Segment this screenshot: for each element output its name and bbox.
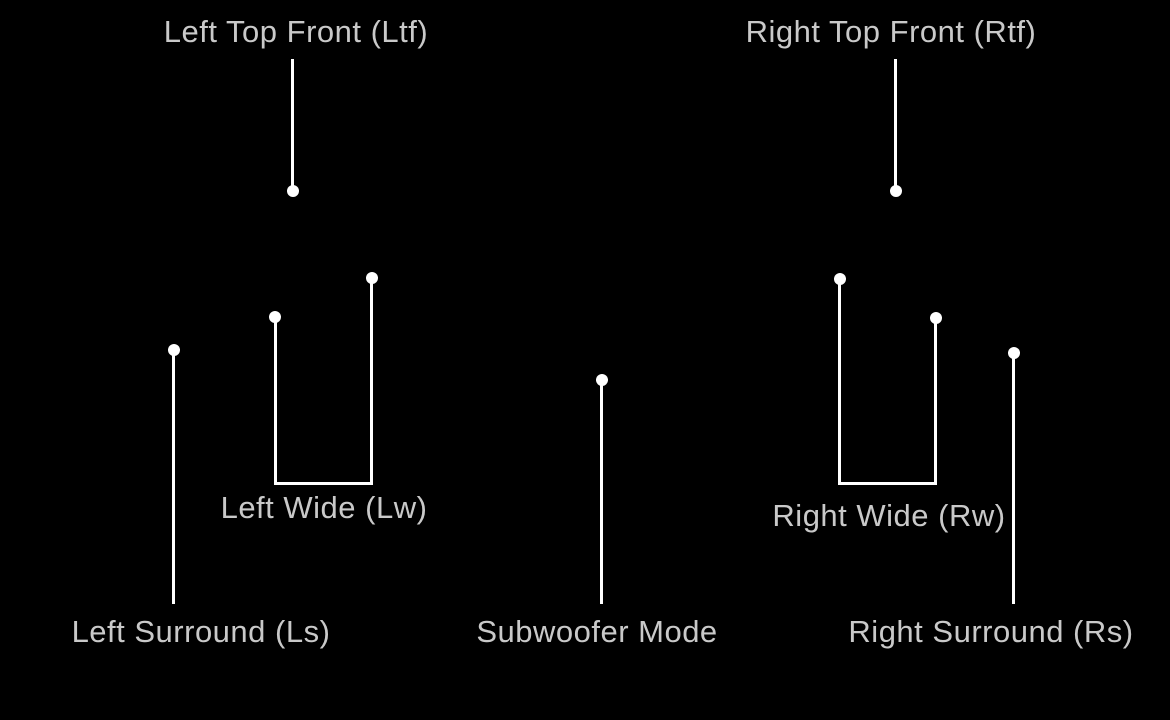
- left-wide-bracket-line-right: [370, 282, 373, 485]
- right-wide-label: Right Wide (Rw): [772, 498, 1006, 533]
- left-wide-bracket-line-left: [274, 321, 277, 485]
- left-top-front-label: Left Top Front (Ltf): [163, 14, 429, 49]
- right-top-front-label: Right Top Front (Rtf): [745, 14, 1037, 49]
- subwoofer-leader-line: [600, 384, 603, 604]
- left-wide-speaker-dot-right: [366, 272, 378, 284]
- right-top-front-leader-line: [894, 59, 897, 187]
- left-surround-leader-line: [172, 354, 175, 604]
- left-top-front-leader-line: [291, 59, 294, 187]
- right-wide-speaker-dot-left: [834, 273, 846, 285]
- right-wide-bracket-line-left: [838, 283, 841, 485]
- right-wide-bracket-line-bottom: [838, 482, 937, 485]
- right-surround-label: Right Surround (Rs): [848, 614, 1134, 649]
- left-wide-label: Left Wide (Lw): [220, 490, 428, 525]
- left-surround-speaker-dot: [168, 344, 180, 356]
- right-wide-bracket-line-right: [934, 322, 937, 485]
- left-wide-speaker-dot-left: [269, 311, 281, 323]
- subwoofer-speaker-dot: [596, 374, 608, 386]
- right-wide-speaker-dot-right: [930, 312, 942, 324]
- left-top-front-speaker-dot: [287, 185, 299, 197]
- right-surround-speaker-dot: [1008, 347, 1020, 359]
- left-surround-label: Left Surround (Ls): [71, 614, 331, 649]
- right-surround-leader-line: [1012, 357, 1015, 604]
- right-top-front-speaker-dot: [890, 185, 902, 197]
- subwoofer-mode-label: Subwoofer Mode: [476, 614, 718, 649]
- left-wide-bracket-line-bottom: [274, 482, 373, 485]
